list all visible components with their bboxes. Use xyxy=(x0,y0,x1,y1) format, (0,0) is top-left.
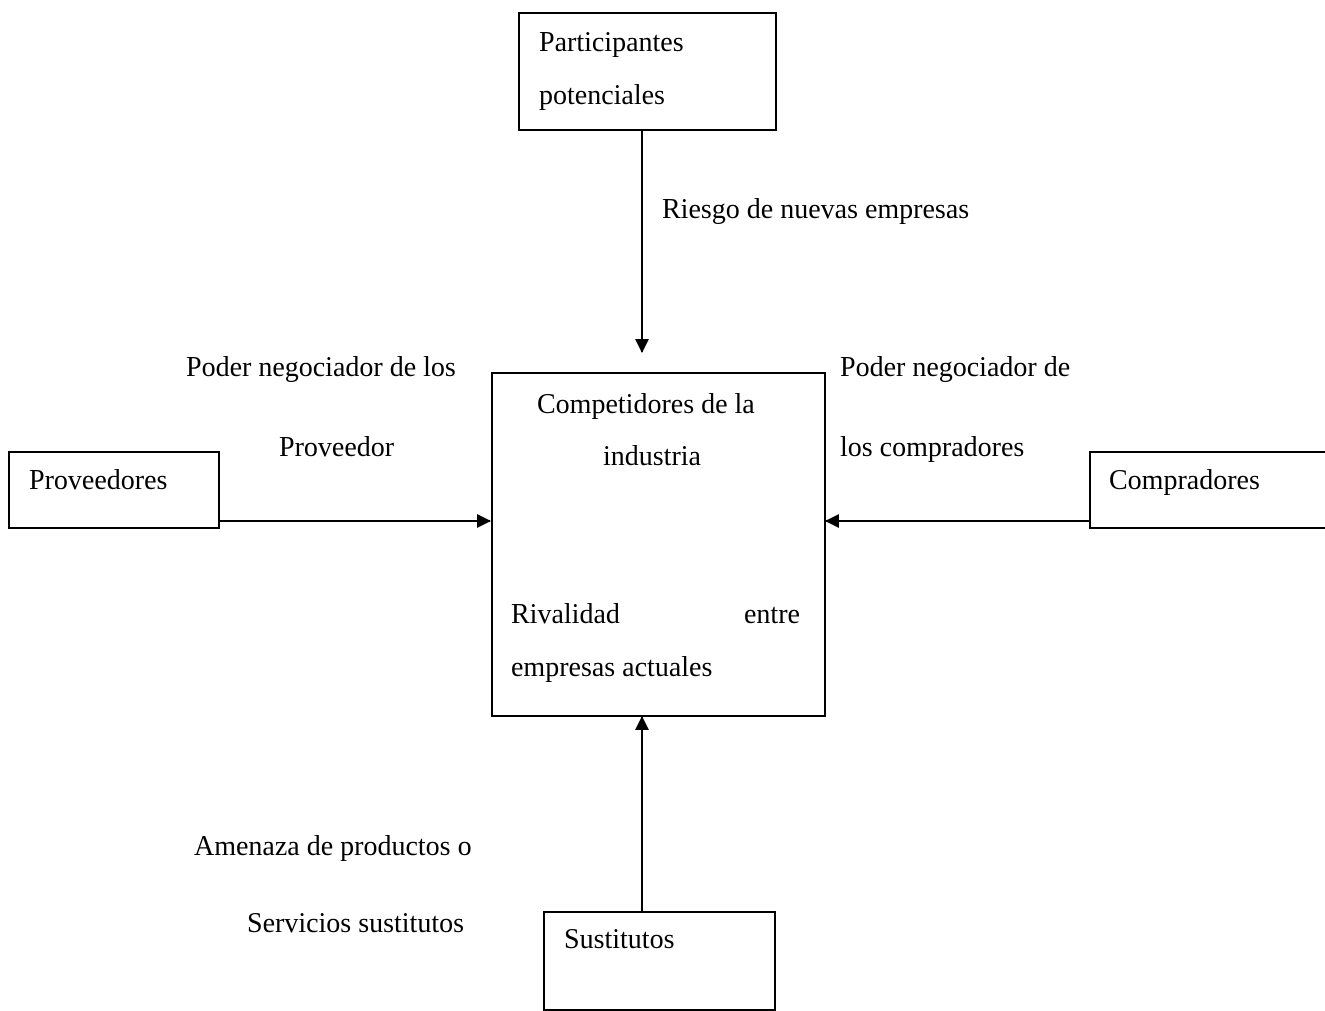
compradores-edge-label-line2: los compradores xyxy=(840,432,1025,463)
participantes-label-line2: potenciales xyxy=(539,80,665,111)
competidores-label-line2: industria xyxy=(603,441,701,472)
competidores-label-line1: Competidores de la xyxy=(537,389,755,420)
sustitutos-edge-label-line2: Servicios sustitutos xyxy=(247,908,465,939)
compradores-label: Compradores xyxy=(1109,465,1260,496)
five-forces-diagram: Participantes potenciales Riesgo de nuev… xyxy=(8,12,1325,1011)
compradores-box xyxy=(1089,451,1325,529)
rivalidad-word2: entre xyxy=(744,599,800,630)
competidores-box xyxy=(491,372,826,717)
compradores-edge-label-line1: Poder negociador de xyxy=(840,352,1071,383)
rivalidad-word1: Rivalidad xyxy=(511,599,620,630)
sustitutos-edge-label-line1: Amenaza de productos o xyxy=(194,831,472,862)
proveedor-edge-label-line1: Poder negociador de los xyxy=(186,352,456,383)
rivalidad-line2: empresas actuales xyxy=(511,652,713,683)
sustitutos-label: Sustitutos xyxy=(564,924,675,955)
proveedores-box xyxy=(8,451,220,529)
proveedor-edge-label-line2: Proveedor xyxy=(279,432,395,463)
participantes-label-line1: Participantes xyxy=(539,27,684,58)
proveedores-label: Proveedores xyxy=(29,465,168,496)
participantes-box xyxy=(518,12,777,131)
riesgo-edge-label: Riesgo de nuevas empresas xyxy=(662,194,970,225)
